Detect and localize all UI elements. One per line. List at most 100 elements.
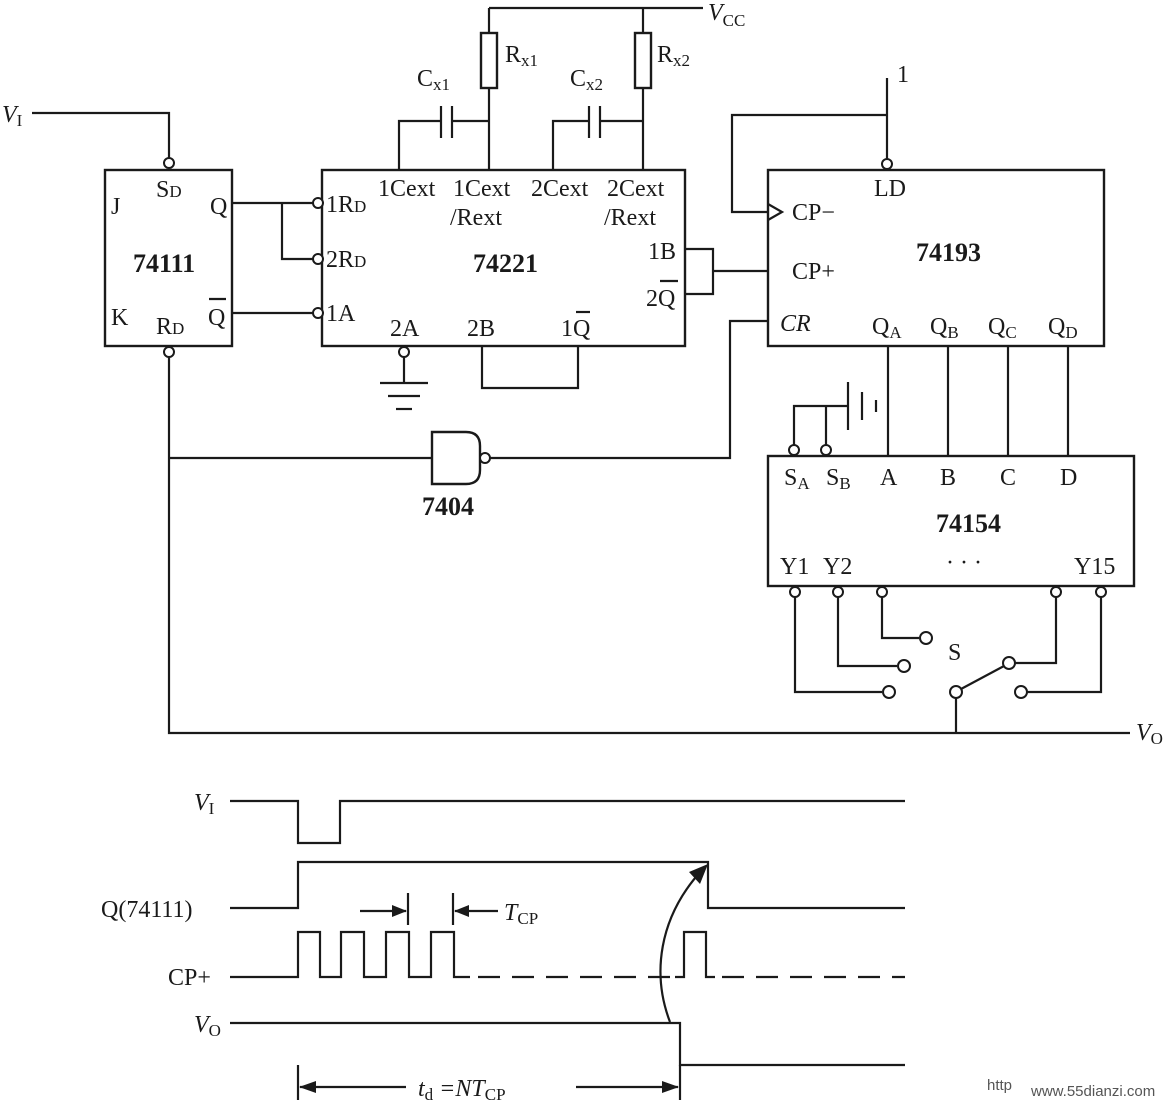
pin-cp-plus: CP+ [792, 259, 835, 285]
timing-cp-label: CP+ [168, 965, 211, 991]
wire-y3 [880, 597, 919, 640]
tcp-label: TCP [504, 900, 538, 928]
rx2-resistor [633, 31, 653, 90]
rx1-label: Rx1 [505, 42, 538, 70]
pin-ld: LD [874, 176, 906, 202]
inverter-7404-bubble [479, 452, 491, 464]
pin-a: A [880, 465, 898, 491]
pin-2qbar: 2Q [646, 286, 675, 312]
waveform-cp [230, 930, 470, 979]
wire-sa-gnd [792, 404, 848, 445]
waveform-vi [230, 799, 905, 845]
2a-bubble [398, 346, 410, 358]
pin-1rext: /Rext [450, 205, 502, 231]
pin-cp-minus: CP− [792, 200, 835, 226]
y2-bubble [832, 586, 844, 598]
pin-2a: 2A [390, 316, 420, 342]
wire-rd-vo [167, 357, 1130, 735]
switch-common [949, 685, 963, 699]
pin-sa: SA [784, 465, 810, 493]
pin-y2: Y2 [823, 554, 852, 580]
2rd-bubble [312, 253, 324, 265]
pin-2rext: /Rext [604, 205, 656, 231]
pin-y1: Y1 [780, 554, 809, 580]
pin-sd: SD [156, 177, 182, 203]
td-arrowhead-right [662, 1081, 679, 1093]
pin-dots: · · · [946, 550, 982, 576]
rx1-resistor [479, 31, 499, 90]
switch-contact-y3 [919, 631, 933, 645]
td-label: td =NTCP [418, 1076, 506, 1102]
pin-d: D [1060, 465, 1077, 491]
sd-bubble [163, 157, 175, 169]
1rd-bubble [312, 197, 324, 209]
cx1-label: Cx1 [417, 66, 450, 94]
wire-q-2rd [280, 203, 314, 261]
pin-b: B [940, 465, 956, 491]
wire-cx1-left [397, 119, 440, 170]
wire-ld-cp-minus [730, 113, 887, 214]
pin-qa: QA [872, 314, 902, 342]
rx2-label: Rx2 [657, 42, 690, 70]
vi-input-label: VI [2, 102, 23, 130]
pin-qd: QD [1048, 314, 1078, 342]
chip-74111-name: 74111 [133, 249, 195, 278]
pin-2rd: 2RD [326, 247, 366, 273]
pin-qbar: Q [208, 305, 225, 331]
pin-1cext: 1Cext [378, 176, 436, 202]
switch-contact-y15 [1014, 685, 1028, 699]
pin-1qbar: 1Q [561, 316, 590, 342]
rd-bubble [163, 346, 175, 358]
timing-vo-label: VO [194, 1012, 221, 1040]
wire-inverter-cr [490, 319, 768, 460]
pin-cr: CR [780, 311, 811, 337]
wire-vi [32, 111, 171, 158]
wire-y15 [1027, 597, 1103, 694]
inverter-7404-body [430, 430, 482, 486]
waveform-cp-last-pulse [675, 930, 715, 979]
pin-2cext: 2Cext [531, 176, 589, 202]
watermark-right: www.55dianzi.com [1030, 1083, 1155, 1100]
chip-74193-name: 74193 [916, 238, 981, 267]
pin-1cext-rext: 1Cext [453, 176, 511, 202]
pin-q: Q [210, 194, 227, 220]
cx2-label: Cx2 [570, 66, 603, 94]
chip-74154-name: 74154 [936, 509, 1001, 538]
pin-1rd: 1RD [326, 192, 366, 218]
reset-causal-arrowhead [689, 864, 708, 884]
switch-arm [960, 665, 1005, 690]
wire-y14 [1015, 597, 1058, 665]
watermark-left: http [987, 1077, 1012, 1094]
chip-74111-box [103, 168, 234, 348]
pin-qb: QB [930, 314, 959, 342]
pin-1a: 1A [326, 301, 356, 327]
pin-c: C [1000, 465, 1016, 491]
reset-causal-arc [659, 869, 703, 1023]
logic-one-label: 1 [897, 62, 909, 88]
pin-qc: QC [988, 314, 1017, 342]
y15-bubble [1095, 586, 1107, 598]
pin-2b: 2B [467, 316, 495, 342]
waveform-q [230, 860, 905, 910]
vo-output-label: VO [1136, 720, 1163, 748]
inverter-7404-name: 7404 [422, 492, 474, 521]
wire-2b-1qbar [480, 346, 580, 390]
1a-bubble [312, 307, 324, 319]
sa-bubble [788, 444, 800, 456]
sb-bubble [820, 444, 832, 456]
pin-k: K [111, 305, 129, 331]
y14-bubble [1050, 586, 1062, 598]
waveform-vo [230, 1021, 905, 1067]
wire-cx2-left [551, 119, 588, 170]
pin-rd: RD [156, 314, 184, 340]
tcp-left-arrowhead [392, 905, 407, 917]
vcc-label: VCC [708, 0, 745, 30]
pin-2cext-rext: 2Cext [607, 176, 665, 202]
y3-bubble [876, 586, 888, 598]
td-arrowhead-left [299, 1081, 316, 1093]
cp-minus-clock-triangle [767, 203, 785, 221]
switch-label: S [948, 640, 961, 666]
switch-contact-y1 [882, 685, 896, 699]
y1-bubble [789, 586, 801, 598]
